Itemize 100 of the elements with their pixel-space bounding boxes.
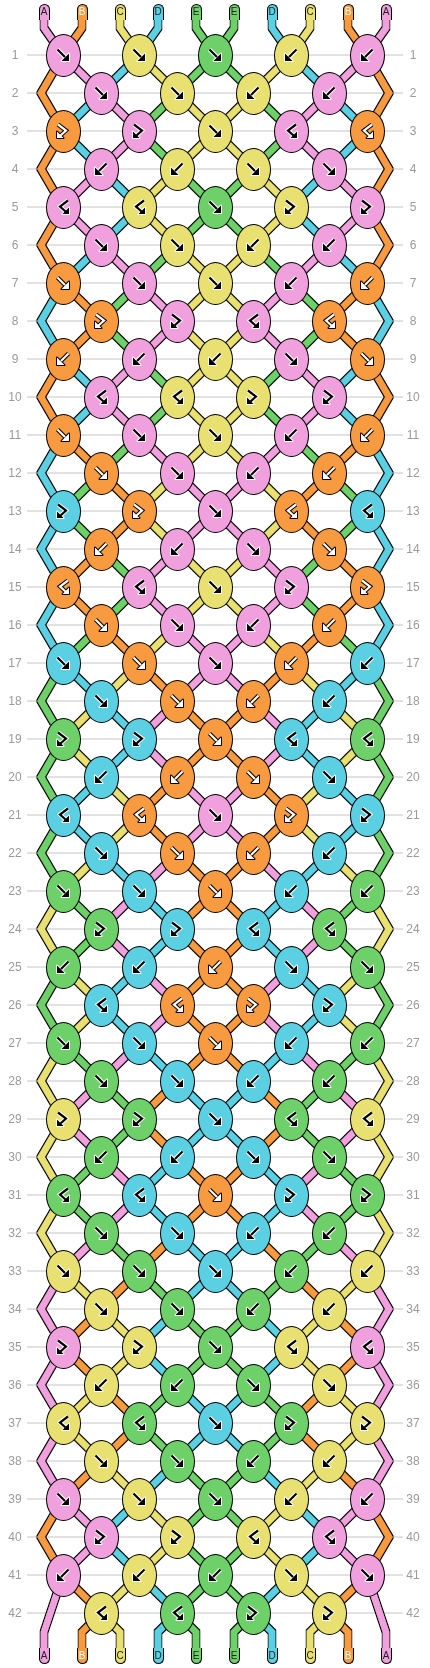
knot (273, 641, 309, 685)
thread-line (37, 1133, 57, 1181)
row-number: 40 (7, 1530, 23, 1544)
thread-line (37, 69, 57, 117)
knot (121, 641, 157, 685)
row-number: 16 (405, 618, 421, 632)
thread-label: A (380, 1648, 392, 1664)
row-number: 41 (7, 1568, 23, 1582)
thread-line (37, 1209, 57, 1257)
thread-line (373, 1057, 393, 1105)
knot (235, 1135, 271, 1179)
thread-line (37, 753, 57, 801)
knot (197, 945, 233, 989)
knot (121, 1553, 157, 1597)
knot (83, 147, 119, 191)
row-number: 29 (7, 1112, 23, 1126)
thread-line (373, 1209, 393, 1257)
row-number: 34 (405, 1302, 421, 1316)
row-number: 15 (405, 580, 421, 594)
knot (83, 1515, 119, 1559)
knot (349, 641, 385, 685)
thread-line (373, 905, 393, 953)
thread-label: B (76, 4, 88, 20)
knot (45, 337, 81, 381)
knot (197, 1173, 233, 1217)
knot (121, 489, 157, 533)
row-number: 22 (405, 846, 421, 860)
knot (311, 1515, 347, 1559)
knot (349, 413, 385, 457)
thread-line (373, 525, 393, 573)
knot (235, 1059, 271, 1103)
knot (45, 489, 81, 533)
knot (159, 147, 195, 191)
knot (197, 1553, 233, 1597)
knot (311, 451, 347, 495)
row-number: 19 (7, 732, 23, 746)
row-number: 21 (7, 808, 23, 822)
thread-line (37, 145, 57, 193)
knot (235, 1211, 271, 1255)
row-number: 33 (7, 1264, 23, 1278)
row-number: 35 (405, 1340, 421, 1354)
knot (349, 1325, 385, 1369)
thread-line (70, 19, 86, 43)
row-number: 10 (7, 390, 23, 404)
thread-line (373, 1361, 393, 1409)
knot (197, 1097, 233, 1141)
row-number: 27 (405, 1036, 421, 1050)
thread-label: D (266, 4, 278, 20)
knot (121, 337, 157, 381)
row-number: 5 (408, 200, 418, 214)
knot (159, 1135, 195, 1179)
row-number: 33 (405, 1264, 421, 1278)
row-number: 6 (408, 238, 418, 252)
knot (197, 1401, 233, 1445)
row-number: 30 (7, 1150, 23, 1164)
knot (159, 603, 195, 647)
knot (273, 717, 309, 761)
knot (45, 1553, 81, 1597)
row-number: 30 (405, 1150, 421, 1164)
row-number: 19 (405, 732, 421, 746)
row-number: 36 (7, 1378, 23, 1392)
knot (159, 1515, 195, 1559)
row-number: 3 (408, 124, 418, 138)
knot (311, 299, 347, 343)
row-number: 20 (7, 770, 23, 784)
knot (311, 1591, 347, 1635)
knot (273, 1477, 309, 1521)
knot (311, 147, 347, 191)
row-number: 37 (405, 1416, 421, 1430)
row-number: 12 (405, 466, 421, 480)
knot (311, 983, 347, 1027)
row-number: 16 (7, 618, 23, 632)
row-number: 42 (405, 1606, 421, 1620)
thread-line (373, 829, 393, 877)
knot (121, 717, 157, 761)
knot (159, 451, 195, 495)
knot (45, 1249, 81, 1293)
knot (159, 527, 195, 571)
row-number: 42 (7, 1606, 23, 1620)
row-number: 39 (405, 1492, 421, 1506)
row-number: 21 (405, 808, 421, 822)
knot (121, 1097, 157, 1141)
row-number: 11 (7, 428, 23, 442)
knot (121, 413, 157, 457)
knot (121, 261, 157, 305)
knot (83, 223, 119, 267)
knot (159, 71, 195, 115)
thread-line (373, 297, 393, 345)
knot (45, 1477, 81, 1521)
thread-line (37, 1513, 57, 1561)
thread-line (373, 449, 393, 497)
row-number: 22 (7, 846, 23, 860)
thread-line (344, 19, 360, 43)
thread-label: D (266, 1648, 278, 1664)
knot (45, 185, 81, 229)
knot (83, 1135, 119, 1179)
knot (273, 185, 309, 229)
knot (235, 147, 271, 191)
knot (197, 489, 233, 533)
knot (311, 1363, 347, 1407)
